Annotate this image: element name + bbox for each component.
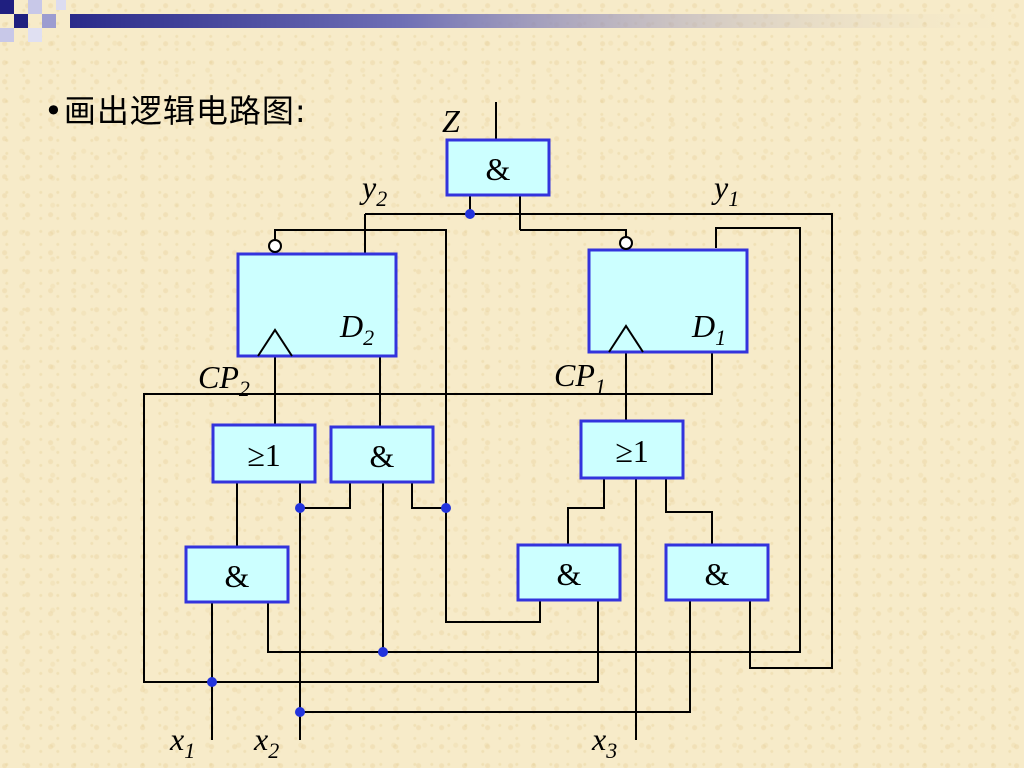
flip-flop-d1 (587, 236, 749, 354)
gate-symbol: ≥1 (615, 433, 649, 469)
label-d1: D1 (691, 308, 726, 350)
gate-symbol: & (557, 556, 582, 592)
and-gate-mid: & (329, 425, 435, 484)
flip-flop-d2 (236, 239, 398, 358)
and-gate-bottom-mid: & (516, 543, 622, 602)
and-gate-bottom-right: & (664, 543, 770, 602)
label-cp1: CP1 (554, 357, 606, 399)
or-gate-left: ≥1 (211, 423, 317, 484)
gate-symbol: & (370, 438, 395, 474)
label-y1: y1 (711, 169, 739, 211)
gate-symbol: & (225, 558, 250, 594)
label-d2: D2 (339, 308, 374, 350)
or-gate-right: ≥1 (579, 419, 685, 480)
gate-symbol: & (705, 556, 730, 592)
junctions (207, 209, 475, 717)
gate-symbol: ≥1 (247, 437, 281, 473)
corner-decoration (0, 0, 1024, 42)
slide-title: •画出逻辑电路图: (44, 92, 307, 130)
label-z: Z (442, 103, 461, 139)
and-gate-top: & (445, 138, 551, 197)
label-y2: y2 (359, 169, 387, 211)
and-gate-bottom-left: & (184, 545, 290, 604)
label-cp2: CP2 (198, 359, 250, 401)
label-x1: x1 (169, 721, 195, 763)
label-x3: x3 (591, 721, 617, 763)
gate-symbol: & (486, 151, 511, 187)
label-x2: x2 (253, 721, 279, 763)
wires (143, 102, 833, 740)
